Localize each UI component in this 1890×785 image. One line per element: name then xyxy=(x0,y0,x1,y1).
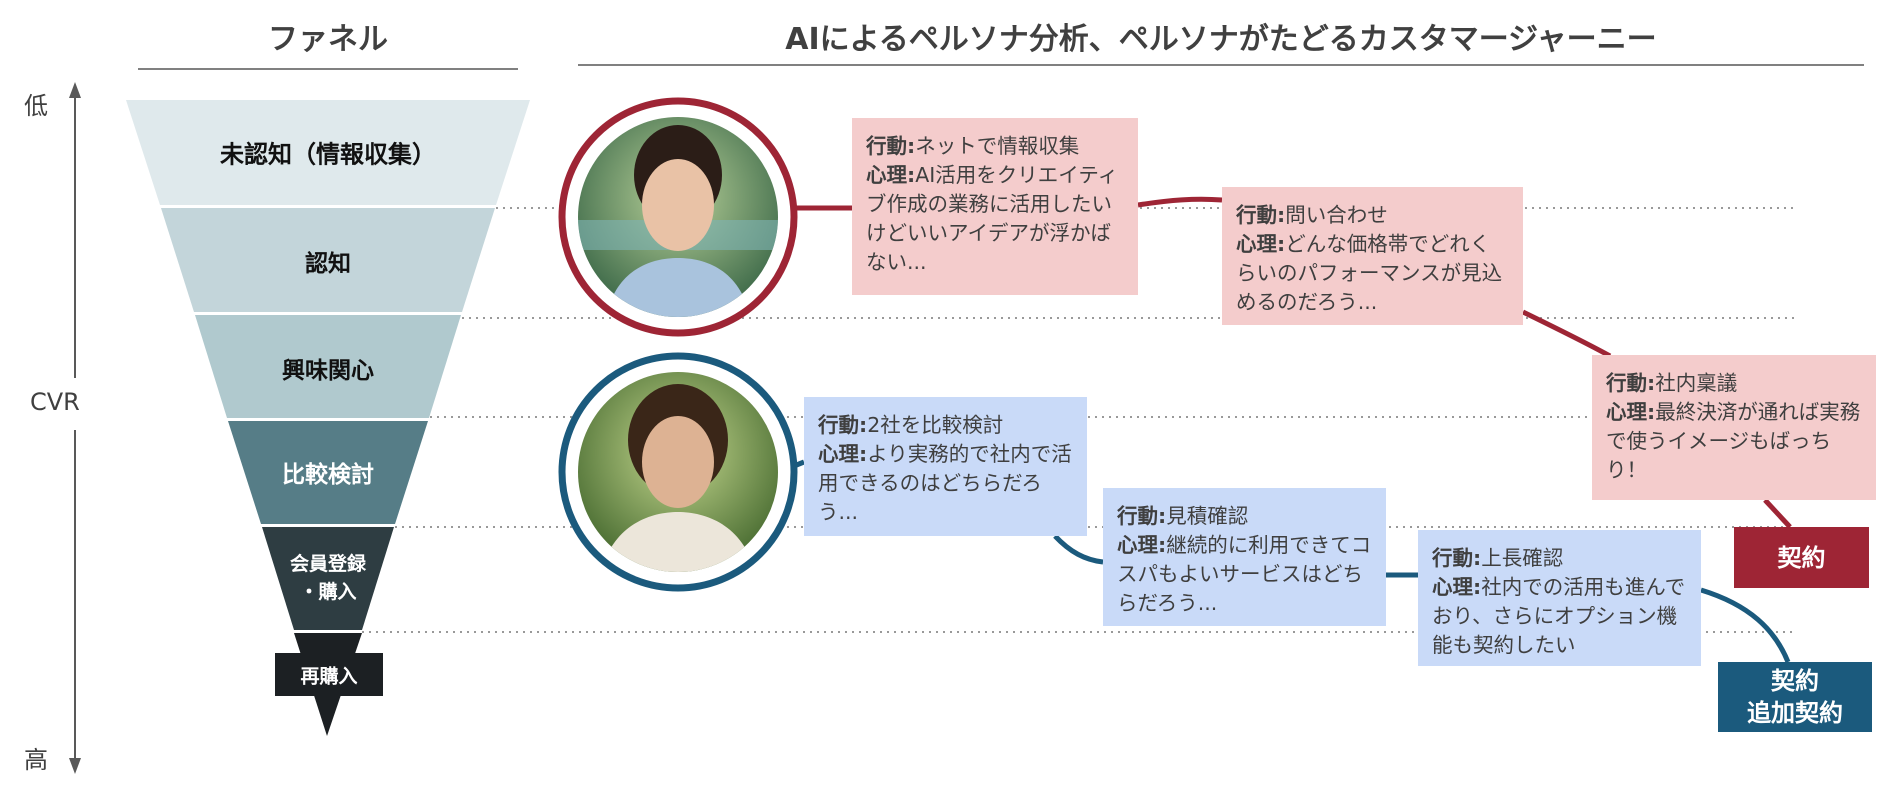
funnel-stage-purchase xyxy=(262,527,394,630)
mind-text: AI活用をクリエイティブ作成の業務に活用したいけどいいアイデアが浮かばない... xyxy=(866,163,1119,274)
outcome-label: 契約 xyxy=(1771,667,1819,695)
mind-text: より実務的で社内で活用できるのはどちらだろう... xyxy=(818,442,1072,524)
female-outcome-contract: 契約 xyxy=(1734,527,1869,588)
funnel-label-purchase-line1: 会員登録 xyxy=(289,553,367,575)
mind-label: 心理: xyxy=(1236,232,1286,256)
funnel-stage-awareness xyxy=(161,208,495,312)
journey-title-rule xyxy=(578,64,1864,66)
axis-high-label: 高 xyxy=(24,746,48,774)
action-label: 行動: xyxy=(1606,371,1656,395)
outcome-label-additional: 追加契約 xyxy=(1747,699,1843,727)
male-outcome-contract: 契約 追加契約 xyxy=(1718,662,1872,732)
male-step-3: 行動:上長確認 心理:社内での活用も進んでおり、さらにオプション機能も契約したい xyxy=(1418,530,1701,666)
funnel-stage-unaware xyxy=(126,100,530,205)
funnel-title: ファネル xyxy=(268,22,388,57)
journey-title: AIによるペルソナ分析、ペルソナがたどるカスタマージャーニー xyxy=(785,22,1657,57)
male-step-2: 行動:見積確認 心理:継続的に利用できてコスパもよいサービスはどちらだろう... xyxy=(1103,488,1386,626)
mind-label: 心理: xyxy=(818,442,868,466)
funnel-stage-interest xyxy=(195,315,461,418)
funnel xyxy=(126,100,530,736)
mind-label: 心理: xyxy=(1117,533,1167,557)
funnel-label-purchase-line2: ・購入 xyxy=(299,581,357,603)
funnel-title-rule xyxy=(138,68,518,70)
arrow-down-icon xyxy=(69,758,81,774)
action-text: 見積確認 xyxy=(1166,504,1249,528)
funnel-stage-comparison xyxy=(228,421,428,524)
action-label: 行動: xyxy=(1236,203,1286,227)
funnel-label-unaware: 未認知（情報収集） xyxy=(220,140,436,169)
mind-text: どんな価格帯でどれくらいのパフォーマンスが見込めるのだろう... xyxy=(1236,232,1503,314)
female-step-1: 行動:ネットで情報収集 心理:AI活用をクリエイティブ作成の業務に活用したいけど… xyxy=(852,118,1138,295)
action-text: 2社を比較検討 xyxy=(867,413,1004,437)
cvr-axis xyxy=(69,82,81,774)
female-step-2: 行動:問い合わせ 心理:どんな価格帯でどれくらいのパフォーマンスが見込めるのだろ… xyxy=(1222,187,1523,325)
mind-text: 最終決済が通れば実務で使うイメージもばっちり！ xyxy=(1606,400,1861,482)
axis-cvr-label: CVR xyxy=(30,388,80,416)
mind-text: 継続的に利用できてコスパもよいサービスはどちらだろう... xyxy=(1117,533,1372,615)
arrow-up-icon xyxy=(69,82,81,98)
funnel-label-comparison: 比較検討 xyxy=(282,462,374,488)
female-step-3: 行動:社内稟議 心理:最終決済が通れば実務で使うイメージもばっちり！ xyxy=(1592,355,1876,500)
action-label: 行動: xyxy=(1117,504,1167,528)
mind-label: 心理: xyxy=(1432,575,1482,599)
funnel-label-purchase: 会員登録 ・購入 xyxy=(290,550,366,606)
male-step-1: 行動:2社を比較検討 心理:より実務的で社内で活用できるのはどちらだろう... xyxy=(804,397,1087,536)
action-text: 問い合わせ xyxy=(1285,203,1388,227)
action-text: 上長確認 xyxy=(1481,546,1564,570)
funnel-label-awareness: 認知 xyxy=(305,251,351,277)
outcome-label: 契約 xyxy=(1777,543,1826,572)
repurchase-label-bg xyxy=(275,653,383,696)
mind-text: 社内での活用も進んでおり、さらにオプション機能も契約したい xyxy=(1432,575,1686,657)
funnel-label-interest: 興味関心 xyxy=(282,358,374,384)
mind-label: 心理: xyxy=(866,163,916,187)
male-journey-path xyxy=(793,459,1791,663)
female-persona-avatar xyxy=(558,97,798,337)
axis-low-label: 低 xyxy=(24,92,48,120)
female-journey-path xyxy=(795,196,1792,529)
funnel-label-repurchase: 再購入 xyxy=(300,665,358,688)
stage-guides xyxy=(362,207,1794,633)
action-text: 社内稟議 xyxy=(1655,371,1738,395)
action-label: 行動: xyxy=(866,134,916,158)
action-label: 行動: xyxy=(818,413,868,437)
male-persona-avatar xyxy=(558,352,798,592)
mind-label: 心理: xyxy=(1606,400,1656,424)
action-label: 行動: xyxy=(1432,546,1482,570)
action-text: ネットで情報収集 xyxy=(915,134,1080,158)
